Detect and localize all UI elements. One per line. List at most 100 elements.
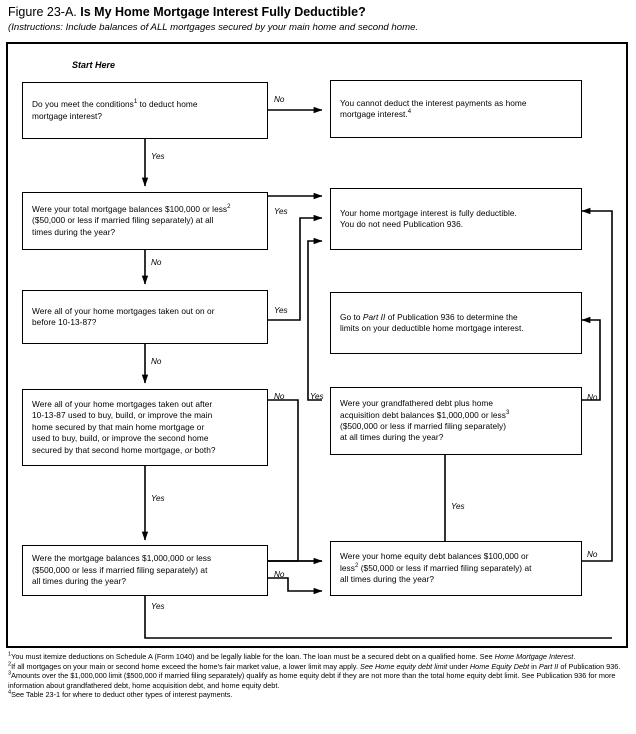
decision-meet-conditions[interactable]: Do you meet the conditions1 to deduct ho… xyxy=(22,82,268,139)
q2-line2: ($50,000 or less if married filing separ… xyxy=(32,215,214,226)
edge-label-q7-yes: Yes xyxy=(451,502,465,511)
decision-mortgages-before-101387-text: Were all of your home mortgages taken ou… xyxy=(32,306,215,329)
q4-line2: 10-13-87 used to buy, build, or improve … xyxy=(32,410,213,421)
footnote-1-text-2: . xyxy=(573,652,576,661)
footnote-3-marker: 3 xyxy=(8,670,12,677)
edge-label-q5-yes: Yes xyxy=(310,392,324,401)
decision-mortgage-balances-1m-text: Were the mortgage balances $1,000,000 or… xyxy=(32,553,211,587)
edge-label-q5-no: No xyxy=(587,393,598,402)
footnote-2-text: If all mortgages on your main or second … xyxy=(11,661,360,671)
gp-line2: limits on your deductible home mortgage … xyxy=(340,323,524,333)
q4-line5b: both? xyxy=(192,444,216,455)
q1-line2: mortgage interest? xyxy=(32,110,103,121)
q6-line2: ($500,000 or less if married filing sepa… xyxy=(32,564,208,575)
gp-post: of Publication 936 to determine the xyxy=(385,311,518,322)
q6-line1: Were the mortgage balances $1,000,000 or… xyxy=(32,553,212,564)
figure-header: Figure 23-A. Is My Home Mortgage Interes… xyxy=(8,4,628,34)
q4-line5a: secured by that second home mortgage, xyxy=(32,444,185,455)
gp-italic: Part II xyxy=(362,311,386,322)
figure-instructions: (Instructions: Include balances of ALL m… xyxy=(8,22,419,33)
edge-label-q3-yes: Yes xyxy=(274,306,288,315)
q5-line3: ($500,000 or less if married filing sepa… xyxy=(340,421,507,431)
decision-total-mortgage-balances-text: Were your total mortgage balances $100,0… xyxy=(32,204,231,238)
q4-line5-italic: or xyxy=(184,444,193,455)
footnote-4: 4See Table 23-1 for where to deduct othe… xyxy=(8,690,630,699)
footnote-2: 2If all mortgages on your main or second… xyxy=(8,661,630,671)
footnote-2-text-3: in xyxy=(529,661,539,671)
q3-line2: before 10-13-87? xyxy=(32,317,97,327)
footnote-3: 3Amounts over the $1,000,000 limit ($500… xyxy=(8,671,630,689)
edge-label-q2-yes: Yes xyxy=(274,207,288,216)
page-title: Figure 23-A. Is My Home Mortgage Interes… xyxy=(8,4,628,20)
decision-total-mortgage-balances[interactable]: Were your total mortgage balances $100,0… xyxy=(22,192,268,250)
footnote-4-marker: 4 xyxy=(8,689,12,696)
decision-meet-conditions-text: Do you meet the conditions1 to deduct ho… xyxy=(32,99,198,122)
q1-line1a: Do you meet the conditions xyxy=(32,99,134,110)
decision-home-equity-debt-balances-text: Were your home equity debt balances $100… xyxy=(340,551,531,585)
footnote-2-text-4: of Publication 936. xyxy=(558,661,621,671)
q7-line1: Were your home equity debt balances $100… xyxy=(340,551,529,562)
edge-label-q7-no: No xyxy=(587,550,598,559)
q5-line4: at all times during the year? xyxy=(340,432,444,443)
decision-home-equity-debt-balances[interactable]: Were your home equity debt balances $100… xyxy=(330,541,582,596)
footnotes: 1You must itemize deductions on Schedule… xyxy=(8,652,630,700)
q4-line4: used to buy, build, or improve the secon… xyxy=(32,433,209,444)
q4-line3: home secured by that main home mortgage … xyxy=(32,421,205,432)
fd-line1: Your home mortgage interest is fully ded… xyxy=(340,207,517,218)
q5-line1: Were your grandfathered debt plus home xyxy=(340,398,494,409)
q7-line2b: ($50,000 or less if married filing separ… xyxy=(358,562,532,573)
decision-mortgages-after-101387-use[interactable]: Were all of your home mortgages taken ou… xyxy=(22,389,268,466)
q5-line2a: acquisition debt balances $1,000,000 or … xyxy=(340,409,506,420)
footnote-ref-2a: 2 xyxy=(227,204,231,211)
edge-label-q1-no: No xyxy=(274,95,285,104)
footnote-2-italic-2: Home Equity Debt xyxy=(469,661,530,671)
edge-label-q1-yes: Yes xyxy=(151,152,165,161)
cd-line1: You cannot deduct the interest payments … xyxy=(340,97,527,108)
cd-line2a: mortgage interest. xyxy=(340,109,408,119)
figure-question: Is My Home Mortgage Interest Fully Deduc… xyxy=(80,5,366,19)
footnote-2-italic-3: Part II xyxy=(538,661,559,671)
footnote-2-text-2: under xyxy=(447,661,470,671)
decision-grandfathered-plus-acquisition-debt-text: Were your grandfathered debt plus home a… xyxy=(340,398,509,444)
outcome-go-to-part-ii-text: Go to Part II of Publication 936 to dete… xyxy=(340,312,524,335)
footnote-1-text: You must itemize deductions on Schedule … xyxy=(11,652,495,661)
footnote-2-marker: 2 xyxy=(8,661,12,668)
footnote-2-italic-1: See Home equity debt limit xyxy=(359,661,448,671)
footnote-ref-2b: 2 xyxy=(354,563,359,570)
edge-label-q6-no: No xyxy=(274,570,285,579)
decision-mortgages-after-101387-use-text: Were all of your home mortgages taken ou… xyxy=(32,399,216,456)
footnote-1: 1You must itemize deductions on Schedule… xyxy=(8,652,630,661)
outcome-cannot-deduct[interactable]: You cannot deduct the interest payments … xyxy=(330,80,582,138)
edge-label-q6-yes: Yes xyxy=(151,602,165,611)
edge-label-q3-no: No xyxy=(151,357,162,366)
start-here-label: Start Here xyxy=(72,60,116,70)
figure-number: Figure 23-A. xyxy=(8,5,77,19)
q2-line1a: Were your total mortgage balances $100,0… xyxy=(32,203,228,214)
footnote-1-italic-1: Home Mortgage Interest xyxy=(494,652,574,661)
q3-line1: Were all of your home mortgages taken ou… xyxy=(32,305,215,316)
footnote-ref-1: 1 xyxy=(133,99,138,106)
outcome-fully-deductible-text: Your home mortgage interest is fully ded… xyxy=(340,208,517,231)
outcome-cannot-deduct-text: You cannot deduct the interest payments … xyxy=(340,98,527,121)
fd-line2: You do not need Publication 936. xyxy=(340,219,464,229)
footnote-3-text: Amounts over the $1,000,000 limit ($500,… xyxy=(8,671,616,690)
footnote-1-marker: 1 xyxy=(8,651,12,658)
q6-line3: all times during the year? xyxy=(32,576,126,587)
edge-label-q4-yes: Yes xyxy=(151,494,165,503)
decision-mortgages-before-101387[interactable]: Were all of your home mortgages taken ou… xyxy=(22,290,268,344)
outcome-go-to-part-ii[interactable]: Go to Part II of Publication 936 to dete… xyxy=(330,292,582,354)
edge-label-q2-no: No xyxy=(151,258,162,267)
q4-line1: Were all of your home mortgages taken ou… xyxy=(32,398,213,409)
q1-line1b: to deduct home xyxy=(137,99,198,110)
q7-line3: all times during the year? xyxy=(340,574,434,585)
q2-line3: times during the year? xyxy=(32,226,116,237)
decision-mortgage-balances-1m[interactable]: Were the mortgage balances $1,000,000 or… xyxy=(22,545,268,596)
outcome-fully-deductible[interactable]: Your home mortgage interest is fully ded… xyxy=(330,188,582,250)
decision-grandfathered-plus-acquisition-debt[interactable]: Were your grandfathered debt plus home a… xyxy=(330,387,582,455)
gp-pre: Go to xyxy=(340,311,363,322)
q7-line2a: less xyxy=(340,562,355,573)
footnote-ref-3: 3 xyxy=(505,409,510,416)
edge-label-q4-no: No xyxy=(274,392,285,401)
footnote-4-text: See Table 23-1 for where to deduct other… xyxy=(11,690,233,700)
